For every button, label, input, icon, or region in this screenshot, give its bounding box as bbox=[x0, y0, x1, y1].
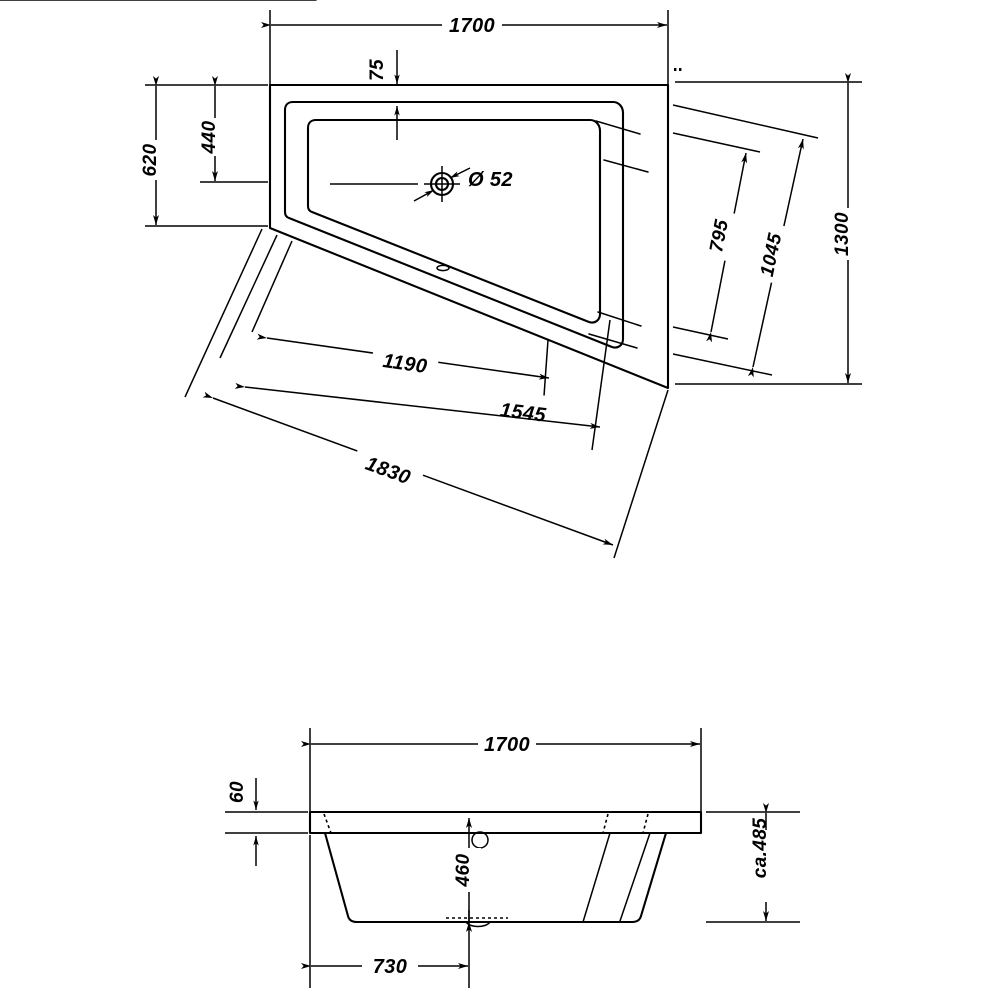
ext-line-795-top bbox=[672, 132, 761, 153]
tub-rim-inner-outline bbox=[283, 100, 625, 349]
dim-1045: 1045 bbox=[672, 104, 819, 378]
dim-label-60: 60 bbox=[227, 781, 248, 803]
top-view-group: 1700 75 620 440 bbox=[0, 0, 862, 559]
dim-60: 60 bbox=[225, 778, 308, 866]
drain-symbol-group bbox=[413, 166, 471, 202]
dim-730: 730 bbox=[301, 835, 470, 988]
dim-1190: 1190 bbox=[256, 333, 550, 380]
tub-rim-slab bbox=[308, 810, 703, 835]
oblique-extension-lines bbox=[184, 228, 669, 559]
tub-outer-rim-outline bbox=[268, 83, 670, 390]
tub-basin-floor-hatch-lines bbox=[0, 0, 649, 349]
dim-label-485: ca.485 bbox=[750, 818, 771, 879]
drain-leader-upper bbox=[449, 167, 471, 179]
ext-line-1830-end bbox=[613, 389, 669, 559]
dim-label-620: 620 bbox=[140, 144, 161, 177]
dim-label-1545: 1545 bbox=[499, 399, 548, 427]
dim-1300: 1300 bbox=[675, 73, 862, 385]
ext-line-1190-start bbox=[251, 240, 293, 333]
dim-label-440: 440 bbox=[199, 121, 220, 155]
dim-795: 795 bbox=[672, 132, 761, 343]
dim-label-1700-bottom: 1700 bbox=[484, 734, 530, 756]
dim-460: 460 bbox=[453, 818, 481, 932]
tub-basin-upper-edge bbox=[306, 118, 602, 324]
dim-label-diameter-52: Ø 52 bbox=[468, 169, 513, 191]
dim-440: 440 bbox=[199, 76, 268, 183]
dim-label-730: 730 bbox=[373, 956, 408, 978]
ext-line-795-bottom bbox=[672, 326, 729, 340]
dim-label-1830: 1830 bbox=[363, 453, 414, 489]
tub-body-profile bbox=[323, 831, 668, 924]
dim-1545: 1545 bbox=[234, 382, 601, 429]
tub-interior-taper-line-right-b bbox=[619, 832, 651, 922]
hidden-edge-left bbox=[323, 813, 332, 834]
ext-line-1830-start bbox=[184, 228, 263, 398]
overflow-slot bbox=[436, 264, 450, 272]
ext-line-1045-bottom bbox=[672, 353, 773, 376]
dim-label-1300: 1300 bbox=[832, 212, 853, 256]
hidden-edge-right-b bbox=[642, 813, 649, 834]
ext-line-1545-start bbox=[219, 234, 278, 359]
tub-interior-taper-line-right-a bbox=[582, 832, 611, 923]
drain-leader-lower bbox=[413, 189, 435, 202]
dim-1700-bottom: 1700 bbox=[301, 728, 702, 812]
dim-label-1700-top: 1700 bbox=[449, 15, 495, 37]
dim-485: ca.485 bbox=[706, 803, 800, 923]
dim-75: 75 bbox=[367, 50, 400, 140]
dim-620: 620 bbox=[140, 76, 268, 227]
hidden-edge-right-a bbox=[602, 813, 609, 834]
ext-line-1045-top bbox=[672, 104, 819, 139]
reference-tick-mark bbox=[674, 68, 682, 71]
dim-label-75: 75 bbox=[367, 59, 388, 81]
front-elevation-group: 1700 60 460 ca.485 bbox=[225, 728, 800, 988]
overflow-hole bbox=[471, 831, 489, 849]
dim-1700-top: 1700 bbox=[261, 10, 669, 90]
dim-label-460: 460 bbox=[453, 854, 474, 888]
